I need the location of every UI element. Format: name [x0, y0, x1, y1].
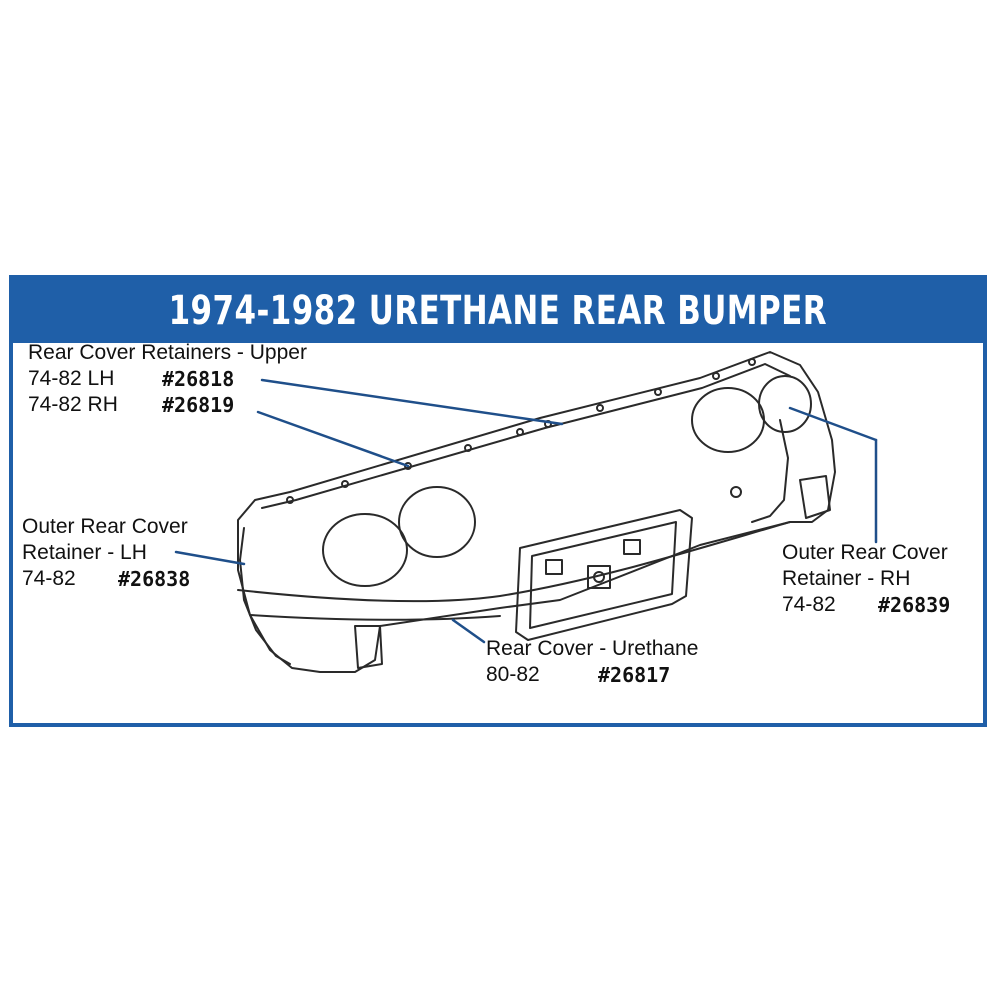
- outer-lh-retainer: [239, 527, 291, 665]
- callout-rear-cover: Rear Cover - Urethane 80-82 #26817: [486, 636, 698, 688]
- right-inner-light-opening: [691, 387, 765, 453]
- callout-cover-part: #26817: [598, 663, 671, 687]
- right-outer-light-opening: [758, 375, 812, 433]
- left-outer-light-opening: [322, 513, 408, 587]
- callout-outer-lh: Outer Rear Cover Retainer - LH 74-82 #26…: [22, 514, 190, 592]
- callout-outer-rh-name2: Retainer - RH: [782, 567, 911, 590]
- callout-outer-rh-years: 74-82: [782, 593, 836, 616]
- callout-upper-rh-years: 74-82 RH: [28, 393, 118, 416]
- title-bar: 1974-1982 URETHANE REAR BUMPER: [13, 279, 983, 343]
- leader-lines: [174, 378, 878, 644]
- callout-cover-name: Rear Cover - Urethane: [486, 637, 699, 660]
- callout-upper-name: Rear Cover Retainers - Upper: [28, 341, 307, 364]
- bumper-outline: [237, 351, 836, 673]
- callout-outer-lh-part: #26838: [118, 567, 191, 591]
- callout-cover-years: 80-82: [486, 663, 540, 686]
- outer-rh-retainer: [751, 419, 789, 523]
- callout-upper-rh-part: #26819: [162, 393, 235, 417]
- callout-outer-lh-years: 74-82: [22, 567, 76, 590]
- license-plate-recess: [515, 509, 693, 641]
- callout-upper-retainers: Rear Cover Retainers - Upper 74-82 LH #2…: [28, 340, 307, 418]
- callout-upper-lh-years: 74-82 LH: [28, 367, 115, 390]
- callout-outer-lh-name1: Outer Rear Cover: [22, 515, 188, 538]
- callout-outer-lh-name2: Retainer - LH: [22, 541, 147, 564]
- diagram-title: 1974-1982 URETHANE REAR BUMPER: [168, 288, 828, 334]
- upper-retainer-bolts: [286, 358, 756, 504]
- callout-outer-rh-part: #26839: [878, 593, 951, 617]
- left-inner-light-opening: [398, 486, 476, 558]
- callout-outer-rh-name1: Outer Rear Cover: [782, 541, 948, 564]
- callout-upper-lh-part: #26818: [162, 367, 235, 391]
- diagram-panel: 1974-1982 URETHANE REAR BUMPER: [9, 275, 987, 727]
- callout-outer-rh: Outer Rear Cover Retainer - RH 74-82 #26…: [782, 540, 950, 618]
